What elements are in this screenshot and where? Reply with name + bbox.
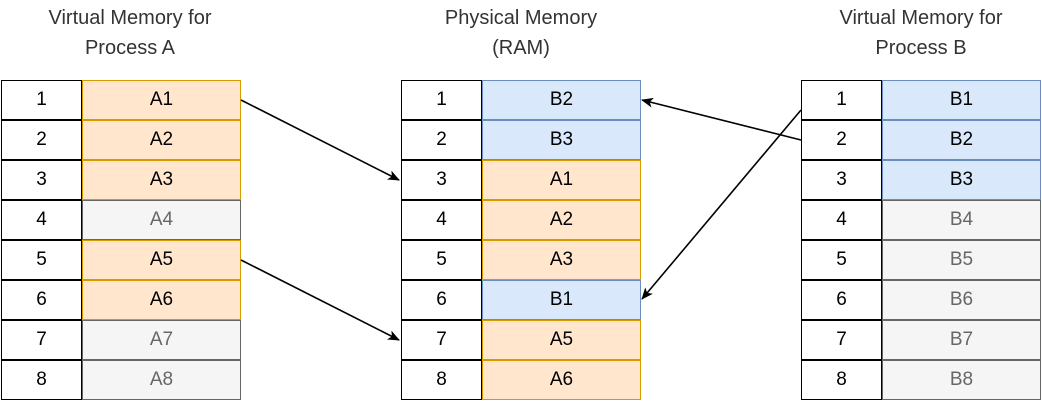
process-b-row-value: B7: [882, 320, 1041, 360]
process-b-title: Virtual Memory for Process B: [791, 3, 1042, 63]
process-a-row-index: 4: [1, 200, 82, 240]
ram-row-index: 3: [401, 160, 482, 200]
process-b-row-value: B3: [882, 160, 1041, 200]
process-a-title: Virtual Memory for Process A: [0, 3, 260, 63]
ram-row-index: 1: [401, 80, 482, 120]
ram-row-value: A1: [482, 160, 641, 200]
ram-row-value: A6: [482, 360, 641, 400]
ram-row-index: 2: [401, 120, 482, 160]
arrow-a5-to-ram7: [240, 259, 400, 341]
ram-row-index: 5: [401, 240, 482, 280]
ram-row-value: B3: [482, 120, 641, 160]
process-a-row-value: A2: [82, 120, 241, 160]
ram-row-index: 8: [401, 360, 482, 400]
process-b-row-index: 2: [801, 120, 882, 160]
process-b-row-index: 3: [801, 160, 882, 200]
process-a-row-value: A1: [82, 80, 241, 120]
process-a-row-value: A5: [82, 240, 241, 280]
process-b-row-index: 5: [801, 240, 882, 280]
process-a-row-index: 3: [1, 160, 82, 200]
ram-title: Physical Memory (RAM): [391, 3, 651, 63]
process-b-row-value: B5: [882, 240, 1041, 280]
ram-row-index: 7: [401, 320, 482, 360]
process-a-title-line2: Process A: [84, 37, 176, 59]
process-b-row-index: 1: [801, 80, 882, 120]
ram-row-value: B2: [482, 80, 641, 120]
process-a-row-index: 1: [1, 80, 82, 120]
process-a-row-index: 7: [1, 320, 82, 360]
process-b-row-value: B8: [882, 360, 1041, 400]
process-b-row-value: B6: [882, 280, 1041, 320]
process-b-row-value: B4: [882, 200, 1041, 240]
process-b-row-index: 8: [801, 360, 882, 400]
process-b-row-index: 7: [801, 320, 882, 360]
process-b-row-index: 4: [801, 200, 882, 240]
ram-row-index: 6: [401, 280, 482, 320]
process-a-row-index: 5: [1, 240, 82, 280]
process-a-row-value: A6: [82, 280, 241, 320]
process-b-row-index: 6: [801, 280, 882, 320]
process-b-title-line1: Virtual Memory for: [839, 7, 1003, 29]
process-a-row-value: A7: [82, 320, 241, 360]
process-a-row-index: 8: [1, 360, 82, 400]
process-a-row-value: A3: [82, 160, 241, 200]
ram-row-value: B1: [482, 280, 641, 320]
process-a-title-line1: Virtual Memory for: [48, 7, 212, 29]
ram-row-value: A3: [482, 240, 641, 280]
ram-row-index: 4: [401, 200, 482, 240]
process-b-row-value: B1: [882, 80, 1041, 120]
process-a-row-value: A4: [82, 200, 241, 240]
arrow-b1-to-ram6: [641, 109, 802, 300]
ram-row-value: A5: [482, 320, 641, 360]
process-a-row-index: 2: [1, 120, 82, 160]
process-b-row-value: B2: [882, 120, 1041, 160]
ram-row-value: A2: [482, 200, 641, 240]
process-a-row-index: 6: [1, 280, 82, 320]
process-a-row-value: A8: [82, 360, 241, 400]
arrow-b2-to-ram1: [641, 97, 802, 141]
arrow-a1-to-ram3: [240, 99, 400, 181]
ram-title-line2: (RAM): [492, 37, 550, 59]
ram-title-line1: Physical Memory: [444, 7, 598, 29]
process-b-title-line2: Process B: [875, 37, 967, 59]
